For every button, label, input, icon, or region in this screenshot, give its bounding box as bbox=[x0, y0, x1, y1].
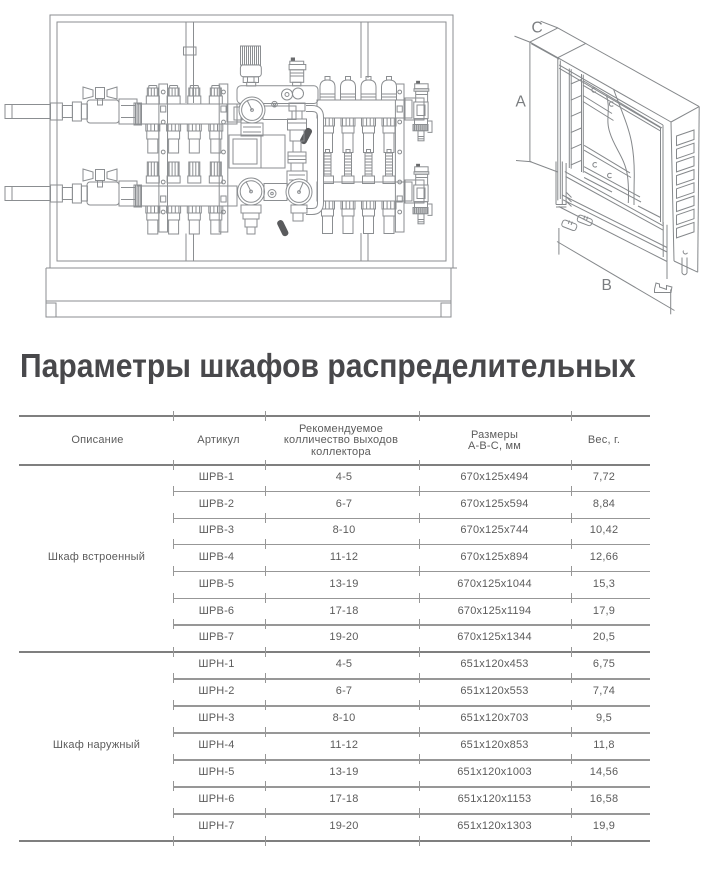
svg-text:C: C bbox=[532, 20, 543, 37]
svg-text:A: A bbox=[516, 94, 527, 111]
svg-text:B: B bbox=[602, 277, 612, 294]
